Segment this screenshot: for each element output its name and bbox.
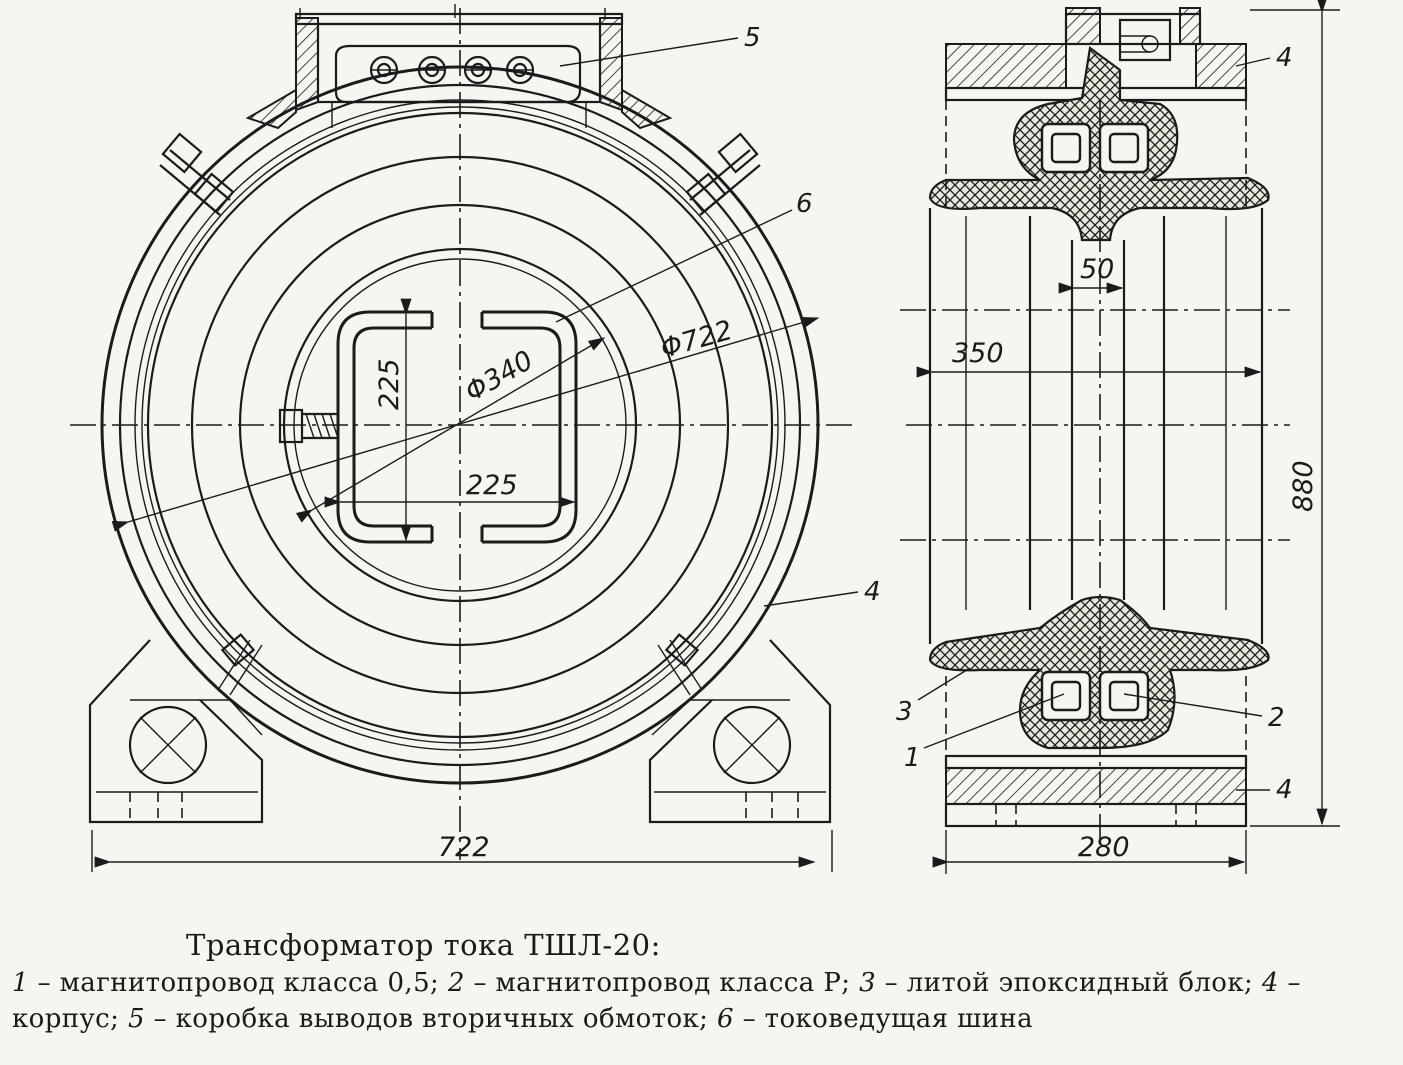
front-view: 722 Φ722 Φ340 225 225 5 6 4 <box>70 4 881 872</box>
dim-window-diameter-label: Φ340 <box>460 345 539 408</box>
bolt-lower-right <box>657 633 703 696</box>
dim-side-base-width-label: 280 <box>1078 832 1130 863</box>
dim-side-height: 880 <box>1250 0 1340 827</box>
callout-4-side-bottom: 4 <box>1276 775 1293 805</box>
mount-hole-left <box>128 705 208 785</box>
mount-hole-right <box>712 705 792 785</box>
dim-bus-gap-label: 50 <box>1080 254 1114 285</box>
caption-num-5: 5 <box>127 1004 145 1034</box>
base-foot-right <box>648 639 832 824</box>
dim-window-height: 225 <box>374 298 412 542</box>
callout-4-side-top: 4 <box>1276 43 1293 73</box>
dim-window-width: 225 <box>324 470 576 508</box>
caption-text-3: – литой эпоксидный блок; <box>876 968 1262 998</box>
caption-text-2: – магнитопровод класса Р; <box>464 968 860 998</box>
dim-front-width-label: 722 <box>438 832 490 863</box>
terminal-box <box>245 4 673 130</box>
dim-bus-gap: 50 <box>1058 254 1124 294</box>
epoxy-block-lower <box>928 595 1270 750</box>
caption-num-4: 4 <box>1261 968 1279 998</box>
caption-num-6: 6 <box>717 1004 734 1034</box>
base-foot-left <box>88 639 264 824</box>
dim-side-inner-width: 350 <box>916 338 1262 378</box>
figure-title: Трансформатор тока ТШЛ-20: <box>186 928 661 962</box>
callout-1: 1 <box>904 743 921 773</box>
bolt-upper-left <box>159 132 235 216</box>
caption-text-4: – <box>1278 968 1301 998</box>
callout-3: 3 <box>896 697 913 727</box>
callout-5: 5 <box>744 23 761 53</box>
dim-side-height-label: 880 <box>1288 460 1319 512</box>
dim-side-inner-width-label: 350 <box>952 338 1004 369</box>
dim-outer-diameter-label: Φ722 <box>657 315 736 365</box>
caption-num-1: 1 <box>12 968 29 998</box>
caption-text-5: – коробка выводов вторичных обмоток; <box>144 1004 717 1034</box>
bus-bar <box>278 310 578 544</box>
caption-num-2: 2 <box>447 968 465 998</box>
caption-text-1: – магнитопровод класса 0,5; <box>28 968 448 998</box>
dim-side-base-width: 280 <box>932 830 1247 874</box>
dim-window-height-label: 225 <box>374 358 405 410</box>
transformer-drawing: 722 Φ722 Φ340 225 225 5 6 4 <box>70 0 1340 874</box>
caption-line-2: корпус; 5 – коробка выводов вторичных об… <box>12 1004 1033 1034</box>
callout-6: 6 <box>796 189 813 219</box>
side-view: 880 350 50 280 4 4 3 1 2 <box>896 0 1340 874</box>
callout-2: 2 <box>1268 703 1285 733</box>
caption-text-4b: корпус; <box>12 1004 128 1034</box>
caption-text-6: – токоведущая шина <box>733 1004 1034 1034</box>
bolt-upper-right <box>685 132 761 216</box>
caption-line-1: 1 – магнитопровод класса 0,5; 2 – магнит… <box>12 968 1301 998</box>
callout-4-front: 4 <box>864 577 881 607</box>
caption-num-3: 3 <box>859 968 877 998</box>
dim-front-width: 722 <box>91 830 833 872</box>
bolt-lower-left <box>217 633 263 696</box>
dim-window-width-label: 225 <box>466 470 518 501</box>
